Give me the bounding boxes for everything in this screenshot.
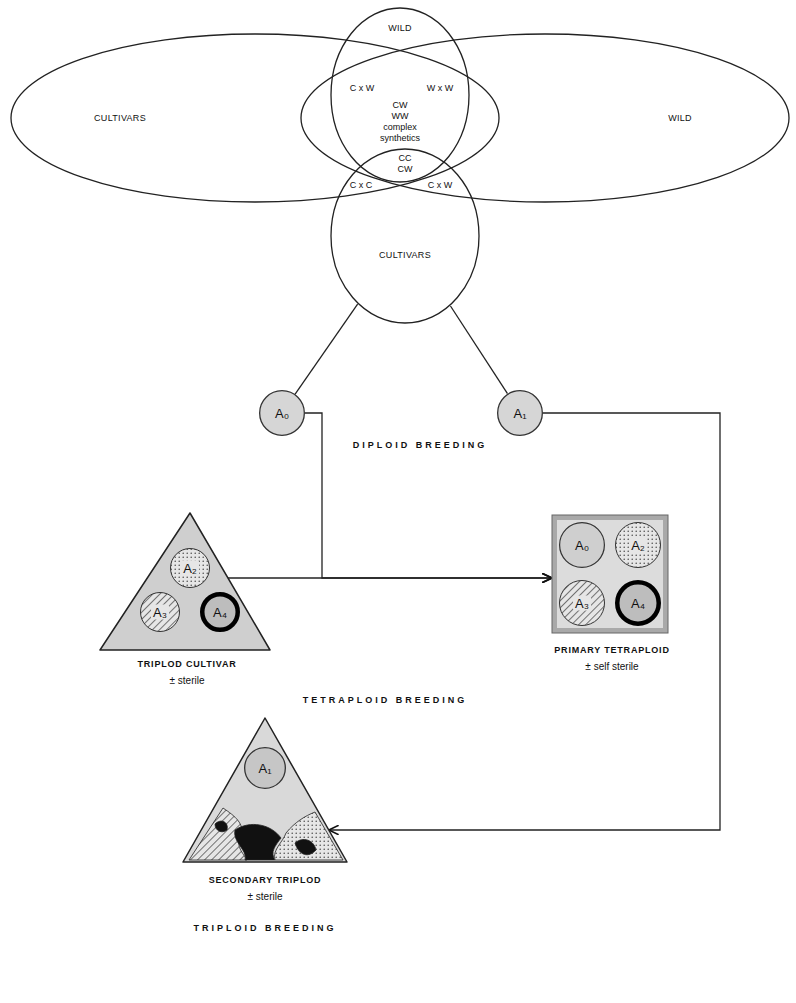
connector-line <box>228 577 552 578</box>
secondary-triangle: SECONDARY TRIPLOD ± sterile A₁ <box>175 712 355 912</box>
genome-label: A₄ <box>631 596 645 611</box>
shape-label: PRIMARY TETRAPLOID <box>554 645 669 656</box>
connector-line <box>450 306 507 394</box>
genome-circle: A₁ <box>244 747 286 789</box>
genome-circle: A₃ <box>559 580 605 626</box>
genome-label: A₁ <box>513 406 526 421</box>
connector-line <box>295 304 357 394</box>
genome-label: A₄ <box>213 605 227 620</box>
genome-label: A₃ <box>573 596 591 611</box>
cross-label: WW <box>392 111 409 121</box>
wild-ellipse-outline <box>300 33 790 203</box>
shape-label: TRIPLOD CULTIVAR <box>138 659 237 670</box>
breeding-label: DIPLOID BREEDING <box>353 440 488 451</box>
cross-label: C x W <box>428 180 453 190</box>
cultivar-ellipse: CULTIVARS <box>10 33 500 203</box>
cultivar-ellipse-outline <box>10 33 500 203</box>
shape-label: WILD <box>668 113 692 123</box>
genome-label: A₀ <box>575 538 589 553</box>
cross-label: C x C <box>350 180 373 190</box>
fertility-note: ± sterile <box>248 891 283 903</box>
cultivar-ellipse: CULTIVARS <box>330 148 480 324</box>
cross-label: W x W <box>427 83 454 93</box>
shape-label: WILD <box>388 23 412 33</box>
triploid-triangle: TRIPLOD CULTIVAR ± sterile A₂ A₃ A₄ <box>90 508 280 693</box>
connector-line <box>305 413 552 578</box>
cross-label: CW <box>393 100 408 110</box>
cross-label: C x W <box>350 83 375 93</box>
cross-label: complex <box>383 122 417 132</box>
fertility-note: ± self sterile <box>585 661 638 673</box>
genome-label: A₂ <box>629 538 647 553</box>
cultivar-ellipse-outline <box>330 148 480 324</box>
shape-label: SECONDARY TRIPLOD <box>209 875 322 886</box>
genome-label: A₀ <box>275 406 289 421</box>
genome-circle: A₃ <box>140 592 180 632</box>
shape-label: CULTIVARS <box>94 113 146 123</box>
genome-circle: A₀ <box>559 522 605 568</box>
wild-ellipse: WILD <box>300 33 790 203</box>
tetraploid-square: PRIMARY TETRAPLOID ± self sterile A₀ A₂ A₃ A₄ <box>545 512 680 677</box>
genome-circle: A₀ <box>259 390 305 436</box>
genome-circle: A₄ <box>615 580 661 626</box>
genome-circle: A₂ <box>615 522 661 568</box>
genome-circle: A₁ <box>497 390 543 436</box>
genome-label: A₂ <box>181 561 199 576</box>
fertility-note: ± sterile <box>170 675 205 687</box>
cross-label: CW <box>398 164 413 174</box>
shape-label: CULTIVARS <box>379 250 431 260</box>
genome-label: A₁ <box>258 761 271 776</box>
cross-label: synthetics <box>380 133 420 143</box>
breeding-label: TRIPLOID BREEDING <box>193 923 336 934</box>
genome-circle: A₄ <box>200 592 240 632</box>
genome-label: A₃ <box>151 605 169 620</box>
cross-label: CC <box>399 153 412 163</box>
genome-circle: A₂ <box>170 548 210 588</box>
breeding-label: TETRAPLOID BREEDING <box>303 695 468 706</box>
connector-line <box>329 413 720 830</box>
